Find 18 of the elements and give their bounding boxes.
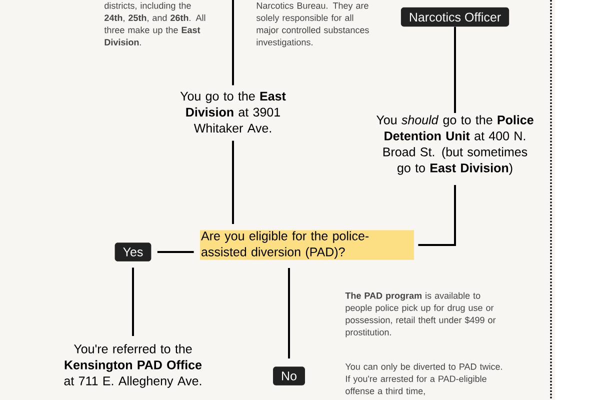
connector-line: [232, 140, 234, 224]
outcome-text: You're referred to the Kensington PAD Office at 711 E. Allegheny Ave.: [64, 344, 202, 388]
connector-line: [418, 185, 456, 246]
label-box: No: [273, 366, 305, 386]
connector-line: [454, 26, 456, 113]
connector-line: [132, 268, 134, 336]
connector-line: [157, 251, 194, 253]
connector-line: [288, 268, 290, 358]
outcome-text: You should go to the Police Detention Unit at 400 N. Broad St. (but sometimes go to East Division): [376, 115, 534, 175]
note-text: districts, including the 24th, 25th, and 26th. All three make up the East Division.: [104, 2, 206, 46]
outcome-text: You go to the East Division at 3901 Whitaker Ave.: [180, 91, 286, 133]
question-text: Are you eligible for the police-assisted diversion (PAD)?: [200, 230, 414, 260]
label-box: Narcotics Officer: [400, 7, 510, 27]
note-text: The PAD program is available to people police pick up for drug use or possession, retail theft under $499 or prostitution.: [345, 292, 496, 338]
note-text: You can only be diverted to PAD twice. If you're arrested for a PAD-eligible offense a third time,: [345, 363, 502, 396]
label-box: Yes: [114, 242, 152, 262]
note-text: Narcotics Bureau. They are solely responsible for all major controlled substances investigations.: [256, 2, 369, 48]
connector-line: [232, 0, 234, 86]
